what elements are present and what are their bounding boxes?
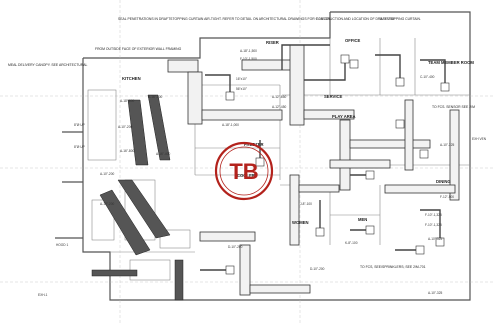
duct-tag: D-10"-200 [310,267,325,271]
supply-ductwork [167,44,460,296]
duct-tag: B-16"-950 [380,17,394,21]
duct-tag: F-10"-1,500 [240,57,257,61]
note-draftstopping: SEAL PENETRATIONS IN DRAFTSTOPPING CURTA… [118,17,421,21]
room-women: WOMEN [292,220,309,225]
duct-tag: A-10"-325 [440,143,454,147]
duct-tag: 8"Ø UP [74,123,85,127]
exhaust-ductwork [91,94,184,301]
duct-tag: A-12"-650 [272,95,286,99]
duct-tag: 56"x10" [236,87,247,91]
duct-tag: A-10"-200 [100,172,114,176]
duct-tag: A-16"-800 [120,149,134,153]
room-cooler: COOLER [237,173,255,178]
duct-tag: J-8"-100 [300,202,312,206]
note-fire-sprinkler: TO FCS, SEE/SPRINKLERS; SEE 2/M-701 [360,265,426,269]
duct-tag: 16"x10" [236,77,247,81]
duct-tag: C-10"-400 [420,75,435,79]
room-office: OFFICE [345,38,361,43]
duct-tag: A-10"-325 [428,291,442,295]
duct-tag: D-10"-200 [228,245,243,249]
duct-tag: A-12"-450 [272,105,286,109]
duct-tag: A-16"-400 [156,152,170,156]
room-men: MEN [358,217,367,222]
duct-tag: K-8"-100 [345,241,358,245]
duct-tags: F-12"-325 B-16"-950 A-18"-1,500 F-10"-1,… [74,17,454,295]
duct-tag: F-12"-325 [316,17,330,21]
note-wall-framing: FROM OUTSIDE FACE OF EXTERIOR WALL FRAMI… [95,47,182,51]
duct-tag: A-16"-800 [148,95,162,99]
room-team-member: TEAM MEMBER ROOM [428,60,474,65]
walls [55,11,471,301]
room-service: SERVICE [324,94,343,99]
duct-tag: A-18"-1,000 [222,123,239,127]
logo-text: TB [229,159,258,184]
duct-tag: A-10"-200 [100,202,114,206]
exhaust-label: EXH-1 [38,293,48,297]
duct-tag: F-12"-500 [440,195,454,199]
room-dining: DINING [436,179,451,184]
duct-tag: A-18"-800 [120,99,134,103]
room-kitchen: KITCHEN [122,76,141,81]
exh-ven-label: EXH VEN [472,137,487,141]
duct-tag: F-10"-1,325 [425,223,442,227]
hood-label: HOOD 1 [56,243,68,247]
room-riser: RISER [266,40,279,45]
note-sensor: TO FCS. SENSOR SEE 2/M [432,105,475,109]
note-canopy: MEAL DELIVERY CANOPY. SEE ARCHITECTURAL [8,63,88,67]
room-play-area: PLAY AREA [332,114,356,119]
duct-tag: A-10"-200 [118,125,132,129]
duct-tag: A-18"-1,500 [240,49,257,53]
tb-logo-watermark: TB [214,141,274,201]
duct-tag: 8"Ø UP [74,145,85,149]
duct-tag: A-10"-325 [428,237,442,241]
duct-tag: F-10"-1,325 [425,213,442,217]
branch-ductwork [200,44,446,271]
diffusers [225,54,450,275]
